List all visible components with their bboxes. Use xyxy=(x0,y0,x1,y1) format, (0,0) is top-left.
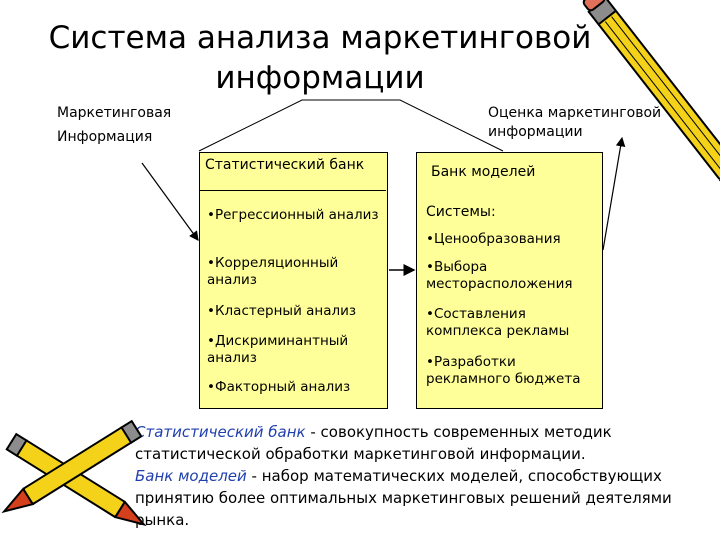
crossed-pencils-icon xyxy=(0,0,720,540)
